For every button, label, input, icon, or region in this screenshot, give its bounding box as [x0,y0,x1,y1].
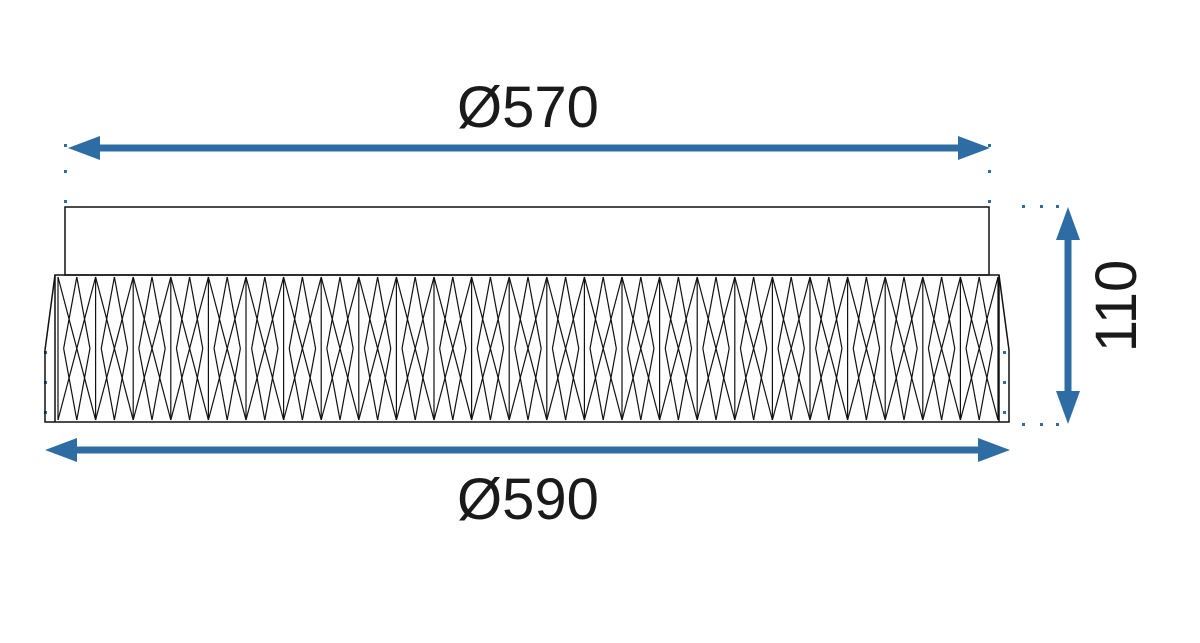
lamp-top-cap [64,206,990,276]
bottom-diameter-label: Ø590 [457,467,599,532]
height-dimension: 110 [1056,207,1149,424]
top-arrow-right-head [958,136,990,160]
height-arrow-top-head [1056,207,1080,240]
lamp-body [44,206,1010,423]
bottom-arrow-right-head [978,438,1010,462]
bottom-arrow-left-head [45,438,77,462]
top-diameter-dimension: Ø570 [68,75,990,160]
top-arrow-left-head [68,136,100,160]
height-arrow-bottom-head [1056,391,1080,424]
height-label: 110 [1084,260,1149,352]
bottom-diameter-dimension: Ø590 [45,438,1010,532]
top-diameter-label: Ø570 [457,75,599,140]
shade-diamond-lattice [57,276,999,421]
